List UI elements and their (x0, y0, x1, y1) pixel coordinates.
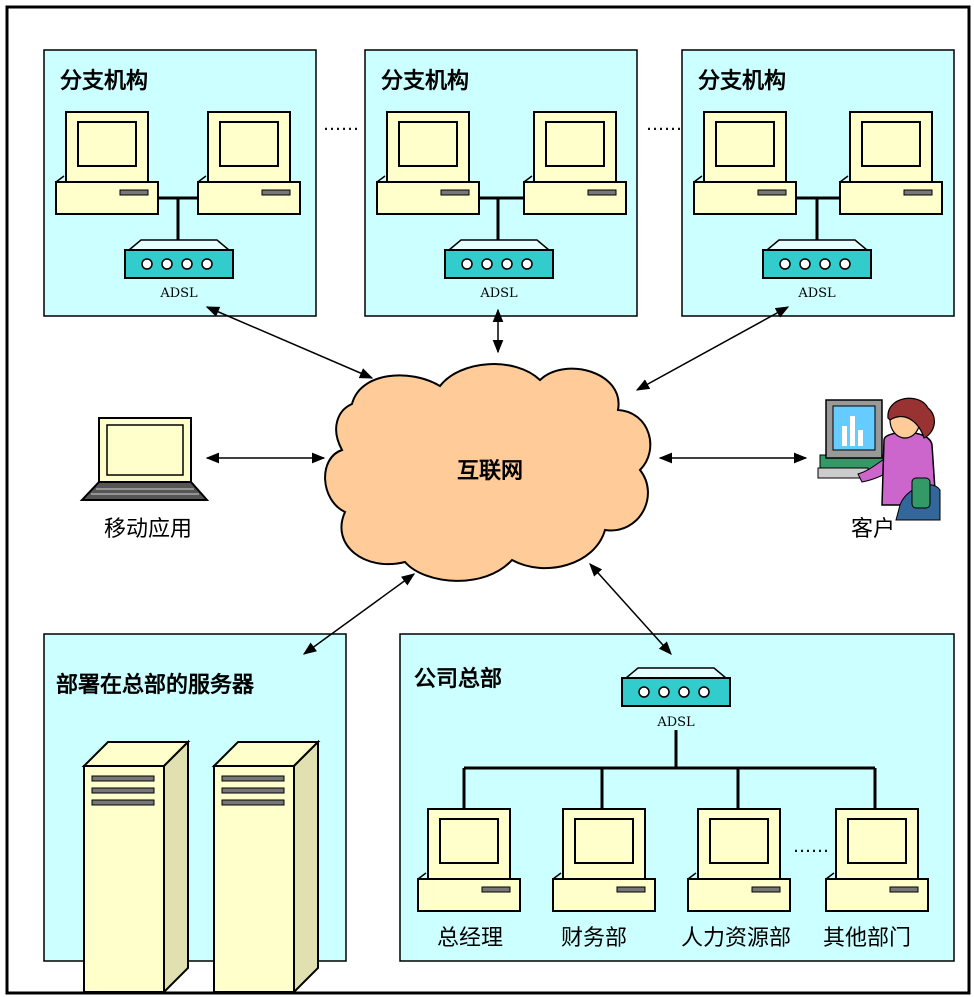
adsl-label: ADSL (479, 286, 518, 301)
branch-computer-icon (693, 111, 797, 215)
branch1-internet-arrow (205, 306, 374, 379)
adsl-modem-icon (762, 239, 872, 279)
adsl-modem-icon (124, 239, 234, 279)
customer-user-icon (817, 397, 941, 521)
company-hq: 公司总部 ADSL …… 总经理 财务部 人力资源部 其他部门 (399, 633, 955, 962)
branch-office-2: 分支机构 ADSL (364, 49, 638, 317)
customer-label: 客户 (851, 517, 895, 542)
mobile-app: 移动应用 (79, 417, 210, 542)
adsl-modem-icon (621, 667, 731, 707)
department-computer-icon (687, 808, 791, 912)
department-label: 财务部 (561, 926, 627, 951)
hq-title: 公司总部 (414, 666, 502, 692)
branch-computer-icon (376, 111, 480, 215)
branch-computer-icon (55, 111, 159, 215)
branch-title: 分支机构 (60, 68, 148, 94)
branch-title: 分支机构 (698, 68, 786, 94)
ellipsis: …… (323, 114, 359, 135)
branch-title: 分支机构 (381, 68, 469, 94)
branch-computer-icon (523, 111, 627, 215)
department-computer-icon (825, 808, 929, 912)
servers-internet-arrow (302, 573, 416, 655)
internet-label: 互联网 (457, 459, 523, 484)
branch3-internet-arrow (635, 306, 790, 391)
ellipsis: …… (646, 114, 682, 135)
department-label: 其他部门 (823, 926, 911, 951)
department-computer-icon (552, 808, 656, 912)
adsl-label: ADSL (159, 286, 198, 301)
hq-servers: 部署在总部的服务器 (43, 633, 347, 993)
branch-office-3: 分支机构 ADSL (681, 49, 955, 317)
department-label: 人力资源部 (681, 926, 791, 951)
hq-internet-arrow (589, 562, 672, 656)
connections (205, 306, 808, 656)
server-icon (213, 741, 319, 993)
cloud-icon (324, 363, 652, 582)
server-icon (83, 741, 189, 993)
internet-cloud: 互联网 (324, 363, 652, 582)
laptop-icon (79, 417, 210, 501)
adsl-label: ADSL (656, 715, 695, 730)
ellipsis: …… (793, 836, 829, 857)
department-computer-icon (417, 808, 521, 912)
branch-office-1: 分支机构 ADSL (43, 49, 317, 317)
adsl-label: ADSL (797, 286, 836, 301)
branch-computer-icon (839, 111, 943, 215)
branch-computer-icon (197, 111, 301, 215)
department-label: 总经理 (437, 926, 503, 951)
adsl-modem-icon (444, 239, 554, 279)
customer: 客户 (817, 397, 941, 542)
servers-title: 部署在总部的服务器 (56, 672, 255, 698)
mobile-app-label: 移动应用 (104, 517, 192, 542)
